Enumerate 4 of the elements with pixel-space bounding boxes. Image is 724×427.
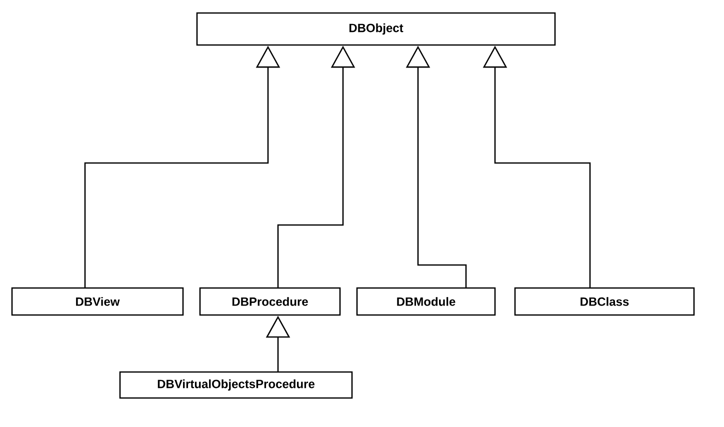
class-box: DBVirtualObjectsProcedure — [119, 371, 353, 399]
class-box: DBClass — [514, 287, 695, 316]
class-box: DBView — [11, 287, 184, 316]
class-box: DBModule — [356, 287, 496, 316]
